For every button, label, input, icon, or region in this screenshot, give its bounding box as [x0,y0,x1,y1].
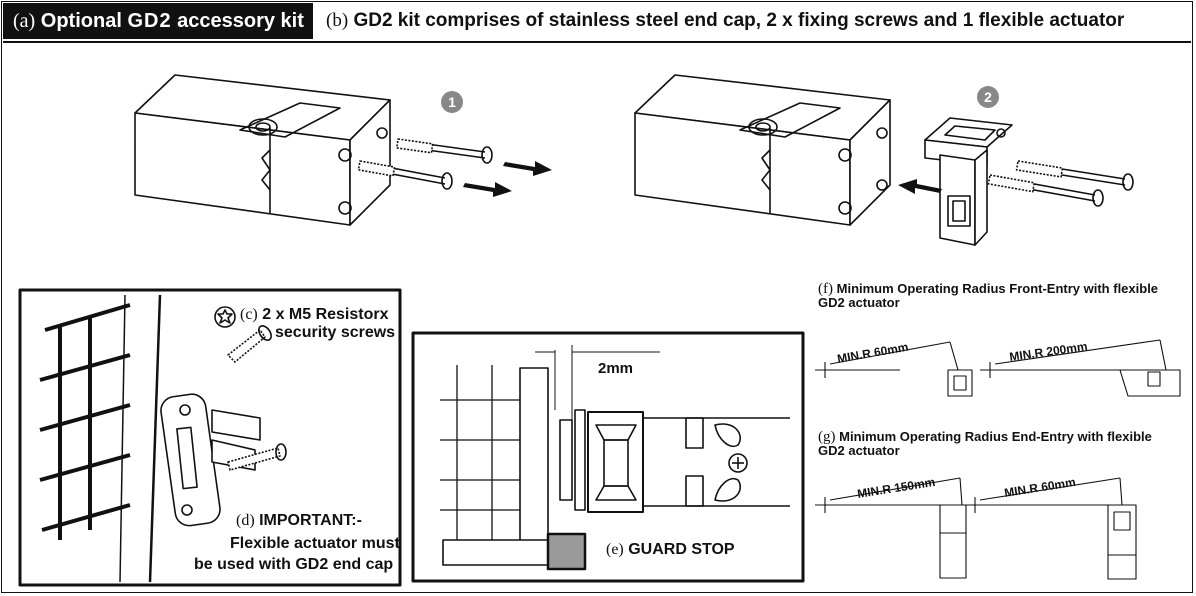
door-post [442,367,549,566]
header-a-model: GD2 [127,9,172,32]
guard-grid [440,365,520,540]
end-cap [924,117,1013,246]
step-number-1: 1 [448,94,456,110]
header-a: (a) Optional GD2 accessory kit [3,3,313,39]
label-g-r150: MIN.R 150mm [856,475,936,501]
label-g-r60: MIN.R 60mm [1003,475,1076,500]
label-g-line2: GD2 actuator [818,443,900,458]
label-g: (g) Minimum Operating Radius End-Entry w… [818,430,1188,458]
label-d-prefix: (d) [236,512,255,529]
door-edge [119,294,126,583]
label-c: (c) 2 x M5 Resistorx [240,306,389,324]
security-screw-lower [227,443,287,471]
label-c-line2: security screws [275,324,396,341]
gap-label: 2mm [598,360,633,377]
label-f-r200: MIN.R 200mm [1008,339,1088,364]
header-b-prefix: (b) [326,10,349,31]
label-d: (d) IMPORTANT:- [236,512,362,530]
label-g-line1: Minimum Operating Radius End-Entry with … [839,429,1152,444]
label-c-prefix: (c) [240,306,258,323]
actuator-head [587,411,644,513]
fixing-screws-2 [987,160,1134,207]
switch-body-1 [134,74,391,226]
label-f: (f) Minimum Operating Radius Front-Entry… [818,282,1188,310]
label-e: (e) GUARD STOP [606,541,735,559]
switch-end-detail [714,423,748,502]
label-e-text: GUARD STOP [628,541,735,558]
label-d-line3: be used with GD2 end cap [194,556,394,573]
label-g-prefix: (g) [818,429,836,445]
end-entry-radius-150 [815,477,967,579]
header-divider [3,41,1191,43]
switch-body-2 [634,74,891,226]
label-f-r60: MIN.R 60mm [836,340,909,366]
step-badge-1: 1 [441,91,463,113]
label-d-line1: IMPORTANT:- [259,512,362,529]
label-f-line1: Minimum Operating Radius Front-Entry wit… [836,281,1159,296]
header-b: (b) GD2 kit comprises of stainless steel… [326,3,1124,39]
step-badge-2: 2 [977,86,999,108]
label-c-line1: 2 x M5 Resistorx [262,306,389,323]
step-number-2: 2 [984,89,992,105]
fixing-screws-1 [357,138,493,190]
front-entry-radius-200 [980,339,1181,397]
header-a-text: Optional [40,9,122,32]
guard-mesh [39,303,131,540]
security-screw-upper [227,325,272,363]
header-a-suffix: accessory kit [177,9,304,32]
arrow-2 [898,179,942,194]
torx-icon [214,306,236,328]
header-b-text: GD2 kit comprises of stainless steel end… [353,10,1125,31]
header-a-prefix: (a) [13,9,36,32]
label-f-line2: GD2 actuator [818,295,900,310]
label-d-line2: Flexible actuator must [230,535,400,552]
label-e-prefix: (e) [606,541,624,558]
panel-guard-stop [411,331,805,583]
front-entry-radius-60 [815,341,973,397]
guard-stop-block [546,532,587,571]
arrows-1 [463,161,552,197]
label-f-prefix: (f) [818,281,833,297]
door-frame [148,294,162,583]
panel-actuator [18,288,402,587]
end-entry-radius-60 [965,477,1137,580]
